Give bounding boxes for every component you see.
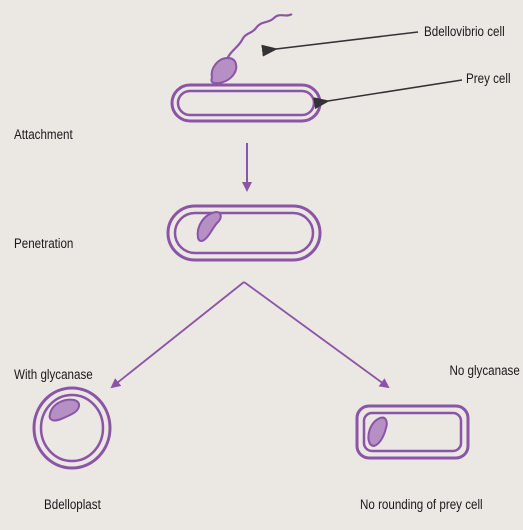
flagellum <box>226 14 292 63</box>
bdelloplast-bdellovibrio <box>50 400 79 421</box>
label-bdellovibrio-cell: Bdellovibrio cell <box>424 24 505 40</box>
label-no-rounding-of-prey-cell: No rounding of prey cell <box>360 497 483 513</box>
arrow-to-with-glycanase <box>112 282 244 387</box>
label-prey-cell: Prey cell <box>466 71 511 87</box>
unrounded-prey-cell <box>357 406 468 458</box>
bdelloplast-cell <box>34 388 110 468</box>
penetration-prey-cell <box>168 206 320 260</box>
pointer-bdellovibrio <box>276 32 418 49</box>
label-attachment: Attachment <box>14 127 73 143</box>
unrounded-bdellovibrio <box>368 418 386 446</box>
attachment-prey-cell <box>172 85 320 121</box>
arrow-to-no-glycanase <box>244 282 388 387</box>
label-no-glycanase: No glycanase <box>450 363 520 379</box>
penetrating-bdellovibrio <box>198 212 221 241</box>
label-penetration: Penetration <box>14 236 73 252</box>
pointer-prey-cell <box>328 80 462 101</box>
bdellovibrio-body <box>211 58 236 83</box>
label-bdelloplast: Bdelloplast <box>44 497 101 513</box>
label-with-glycanase: With glycanase <box>14 367 93 383</box>
